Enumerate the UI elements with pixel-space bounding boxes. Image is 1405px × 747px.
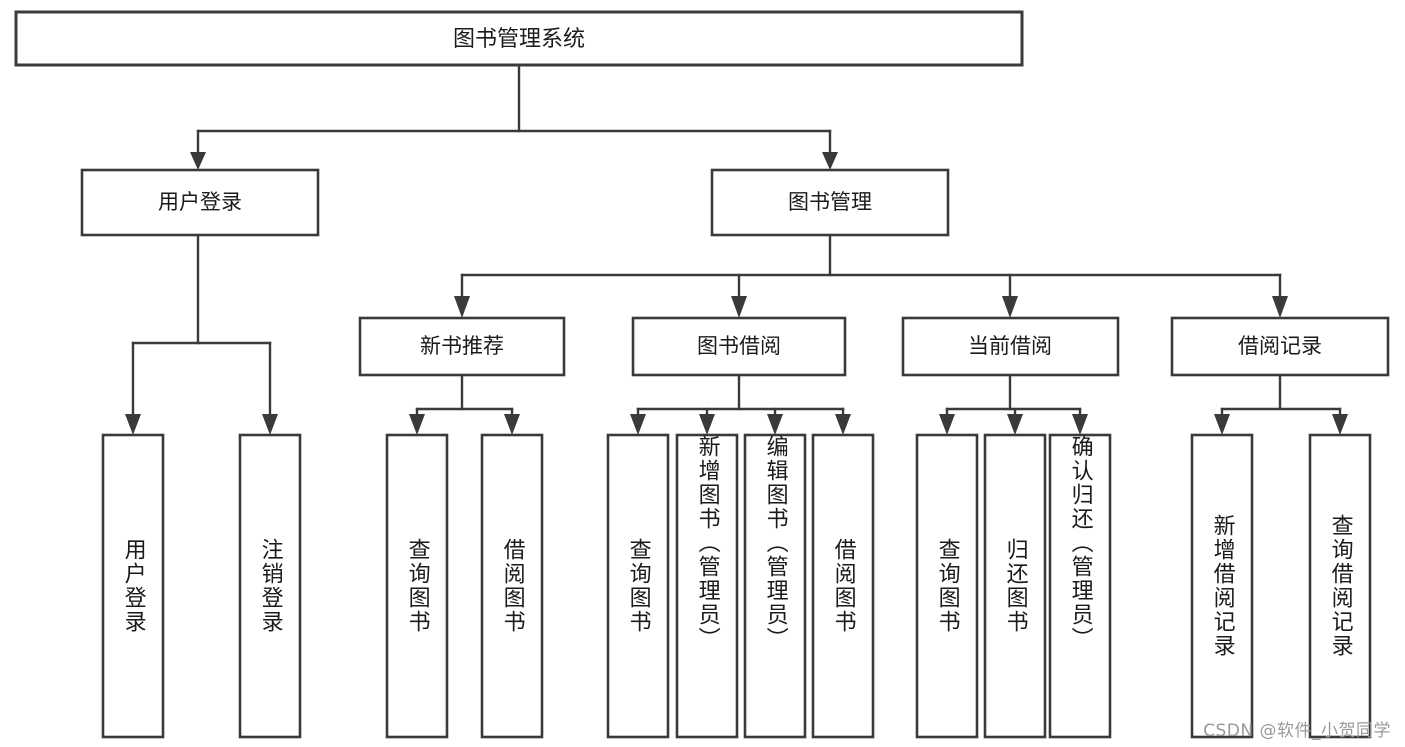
arrow-head-borrow-lend	[835, 414, 851, 435]
node-root-box[interactable]	[14, 10, 1024, 67]
node-current-borrow[interactable]: 当前借阅	[901, 316, 1120, 377]
node-user-login[interactable]: 用户登录	[80, 168, 320, 237]
leaf-box-current-return[interactable]	[983, 433, 1047, 739]
arrow-head-current-confirm	[1072, 414, 1088, 435]
csdn-watermark: CSDN @软件_小贺同学	[1203, 721, 1391, 741]
leaf-box-record-add[interactable]	[1190, 433, 1254, 739]
node-borrow-record-box[interactable]	[1170, 316, 1390, 377]
node-user-login-box[interactable]	[80, 168, 320, 237]
node-root-label: 图书管理系统	[453, 27, 585, 52]
node-user-login-label: 用户登录	[158, 190, 242, 214]
arrow-head-user-login	[190, 152, 206, 170]
leaf-box-borrow-edit[interactable]	[743, 433, 807, 739]
leaf-box-record-query[interactable]	[1308, 433, 1372, 739]
node-book-manage-label: 图书管理	[788, 190, 872, 214]
node-borrow-record-label: 借阅记录	[1238, 334, 1322, 358]
connector-group	[125, 63, 1348, 435]
node-borrow-record[interactable]: 借阅记录	[1170, 316, 1390, 377]
arrow-head-record-add	[1214, 414, 1230, 435]
node-book-manage[interactable]: 图书管理	[710, 168, 950, 237]
node-root[interactable]: 图书管理系统	[14, 10, 1024, 67]
leaf-box-current-query[interactable]	[915, 433, 979, 739]
arrow-head-newbook-borrow	[504, 414, 520, 435]
node-book-borrow-box[interactable]	[631, 316, 847, 377]
node-new-book-recommend-label: 新书推荐	[420, 334, 504, 358]
node-current-borrow-box[interactable]	[901, 316, 1120, 377]
arrow-head-book-manage	[822, 152, 838, 170]
arrow-head-current-query	[939, 414, 955, 435]
arrow-head-borrow-edit	[767, 414, 783, 435]
node-book-borrow-label: 图书借阅	[697, 334, 781, 358]
arrow-head-leaf-logout	[262, 414, 278, 435]
leaf-box-borrow-add[interactable]	[675, 433, 739, 739]
node-book-manage-box[interactable]	[710, 168, 950, 237]
leaf-box-current-confirm[interactable]	[1048, 433, 1112, 739]
arrow-head-record-query	[1332, 414, 1348, 435]
leaf-box-borrow-query[interactable]	[606, 433, 670, 739]
arrow-head-new-book	[454, 296, 470, 318]
node-new-book-recommend[interactable]: 新书推荐	[358, 316, 566, 377]
node-new-book-recommend-box[interactable]	[358, 316, 566, 377]
arrow-head-newbook-query	[409, 414, 425, 435]
leaf-box-user-login[interactable]	[101, 433, 165, 739]
node-book-borrow[interactable]: 图书借阅	[631, 316, 847, 377]
leaf-box-logout[interactable]	[238, 433, 302, 739]
leaf-box-newbook-query[interactable]	[385, 433, 449, 739]
arrow-head-borrow-add	[699, 414, 715, 435]
arrow-head-borrow-record	[1272, 296, 1288, 318]
node-current-borrow-label: 当前借阅	[968, 334, 1052, 358]
arrow-head-leaf-user-login	[125, 414, 141, 435]
arrow-head-borrow-query	[630, 414, 646, 435]
leaf-box-newbook-borrow[interactable]	[480, 433, 544, 739]
arrow-head-current-return	[1007, 414, 1023, 435]
leaf-box-borrow-lend[interactable]	[811, 433, 875, 739]
arrow-head-current-borrow	[1002, 296, 1018, 318]
arrow-head-book-borrow	[731, 296, 747, 318]
